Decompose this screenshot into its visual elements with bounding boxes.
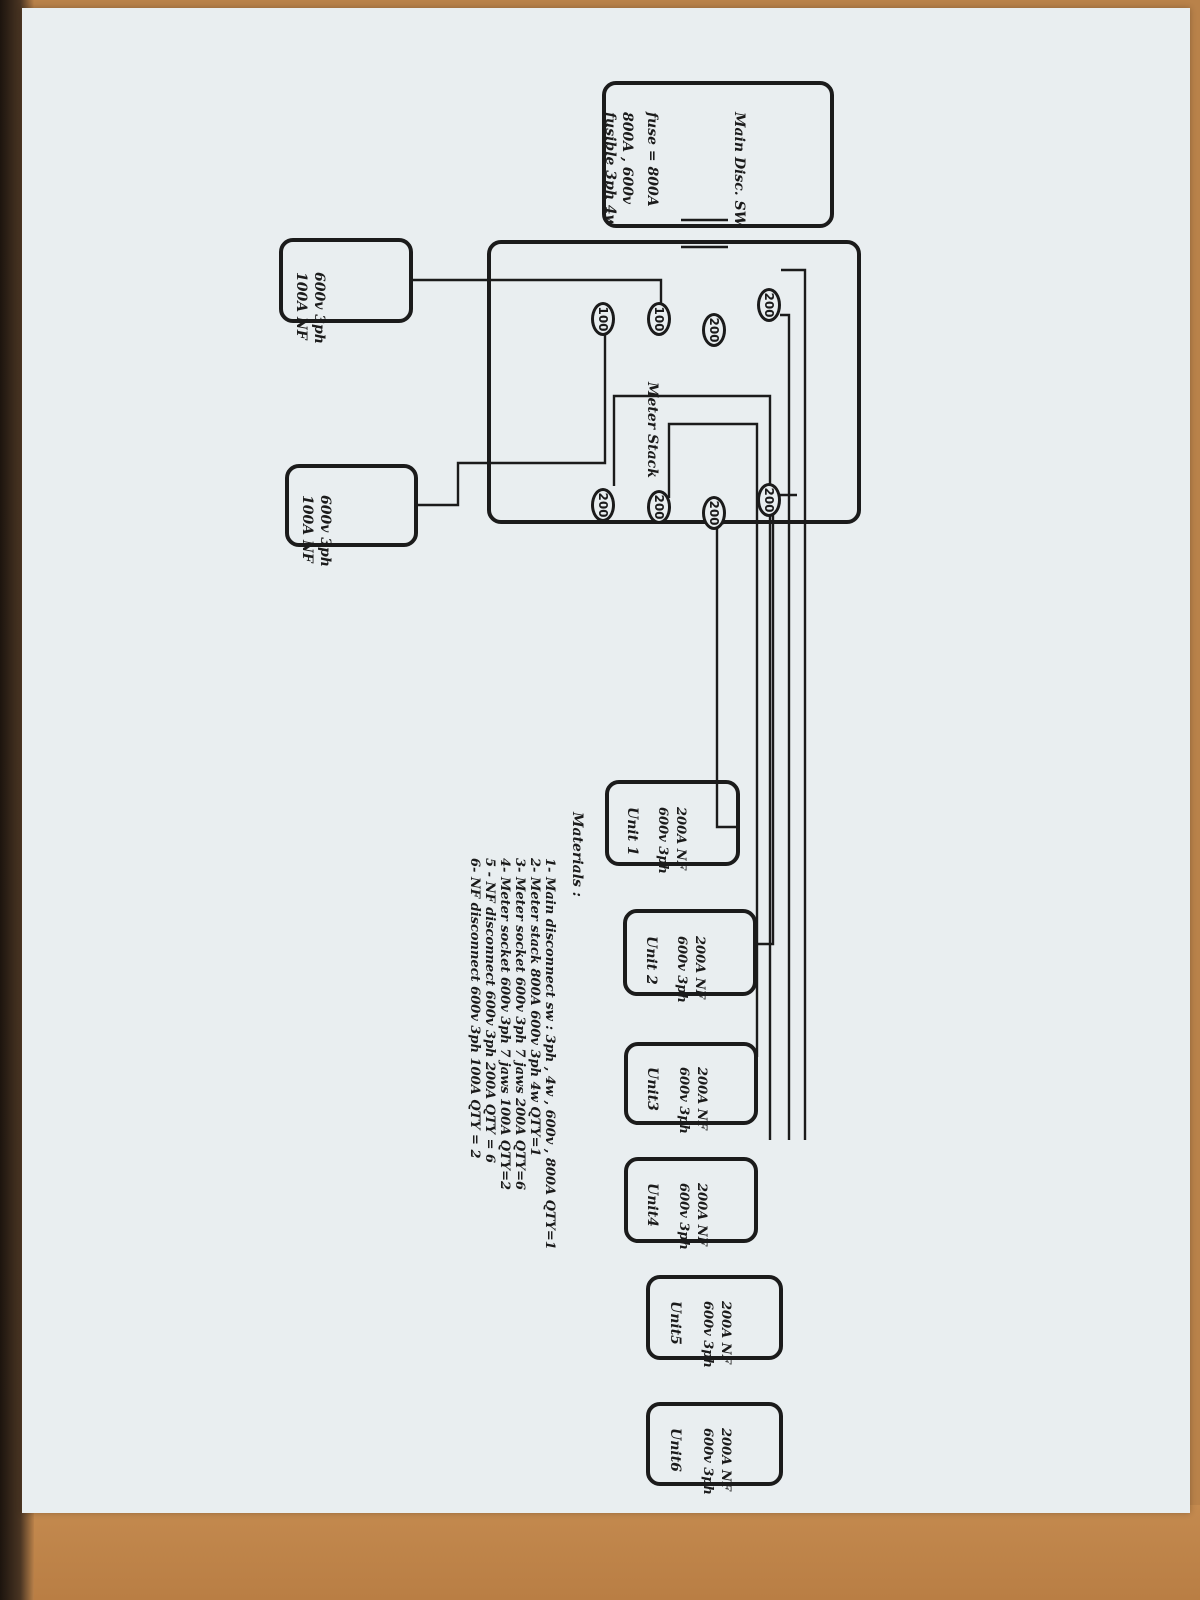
wire-unit4 bbox=[612, 394, 772, 1140]
unit-2-line-1: 600v 3ph bbox=[674, 936, 689, 1003]
materials-item-4: 4- Meter socket 600v 3ph 7 jaws 100A QTY… bbox=[497, 858, 512, 1191]
unit-4-line-1: 600v 3ph bbox=[676, 1183, 691, 1250]
wire-unit3 bbox=[667, 422, 759, 1059]
unit-6-line-1: 600v 3ph bbox=[700, 1428, 715, 1495]
unit-6-line-2: 200A NF bbox=[718, 1428, 733, 1491]
desk-surface bbox=[0, 1505, 1200, 1600]
main-disconnect-caption: Main Disc. SW bbox=[731, 112, 747, 227]
wiring bbox=[413, 218, 807, 1140]
breaker-100-left-1: 100 bbox=[647, 302, 671, 336]
main-disconnect-box bbox=[602, 81, 834, 228]
materials-heading: Materials : bbox=[569, 812, 585, 897]
breaker-200-left-1: 200 bbox=[757, 288, 781, 322]
single-line-diagram: fusible 3ph 4w 800A , 600v fuse = 800A M… bbox=[0, 40, 1175, 1495]
main-disconnect-line-2: 800A , 600v bbox=[619, 112, 635, 205]
breaker-200-right-3: 200 bbox=[647, 490, 671, 524]
materials-item-2: 2- Meter stack 800A 600v 3ph 4w QTY=1 bbox=[527, 858, 542, 1157]
unit-6-title: Unit6 bbox=[667, 1428, 683, 1472]
unit-1-title: Unit 1 bbox=[624, 807, 640, 856]
nf-disconnect-2-line-1: 100A NF bbox=[299, 495, 315, 563]
unit-3-line-2: 200A NF bbox=[694, 1067, 709, 1130]
main-disconnect-line-1: fusible 3ph 4w bbox=[602, 112, 618, 227]
materials-item-3: 3- Meter socket 600v 3ph 7 jaws 200A QTY… bbox=[512, 858, 527, 1191]
unit-2-title: Unit 2 bbox=[643, 936, 659, 985]
meter-stack-box bbox=[487, 240, 861, 524]
unit-5-line-1: 600v 3ph bbox=[700, 1301, 715, 1368]
nf-disconnect-1-line-1: 100A NF bbox=[293, 272, 309, 340]
nf-disconnect-2-line-2: 600v 3ph bbox=[317, 495, 333, 567]
unit-3-line-1: 600v 3ph bbox=[676, 1067, 691, 1134]
breaker-200-right-1: 200 bbox=[757, 483, 781, 517]
unit-2-line-2: 200A NF bbox=[692, 936, 707, 999]
main-disconnect-line-3: fuse = 800A bbox=[644, 112, 660, 207]
materials-item-1: 1- Main disconnect sw : 3ph , 4w , 600v … bbox=[542, 858, 557, 1250]
unit-1-line-2: 200A NF bbox=[673, 807, 688, 870]
materials-item-6: 6- NF disconnect 600v 3ph 100A QTY = 2 bbox=[467, 858, 482, 1159]
breaker-100-left-2: 100 bbox=[591, 302, 615, 336]
unit-5-line-2: 200A NF bbox=[718, 1301, 733, 1364]
breaker-200-right-2: 200 bbox=[702, 496, 726, 530]
wire-unit6 bbox=[781, 268, 807, 1140]
wire-unit5 bbox=[758, 313, 791, 1140]
breaker-200-left-2: 200 bbox=[702, 313, 726, 347]
wire-unit2 bbox=[757, 493, 797, 946]
unit-1-line-1: 600v 3ph bbox=[655, 807, 670, 874]
unit-4-title: Unit4 bbox=[644, 1183, 660, 1227]
unit-5-title: Unit5 bbox=[667, 1301, 683, 1345]
breaker-200-right-4: 200 bbox=[591, 488, 615, 522]
meter-stack-label: Meter Stack bbox=[644, 382, 660, 478]
paper-sheet bbox=[22, 8, 1190, 1513]
nf-disconnect-1-line-2: 600v 3ph bbox=[311, 272, 327, 344]
materials-item-5: 5 - NF disconnect 600v 3ph 200A QTY = 6 bbox=[482, 858, 497, 1164]
unit-3-title: Unit3 bbox=[644, 1067, 660, 1111]
unit-4-line-2: 200A NF bbox=[694, 1183, 709, 1246]
